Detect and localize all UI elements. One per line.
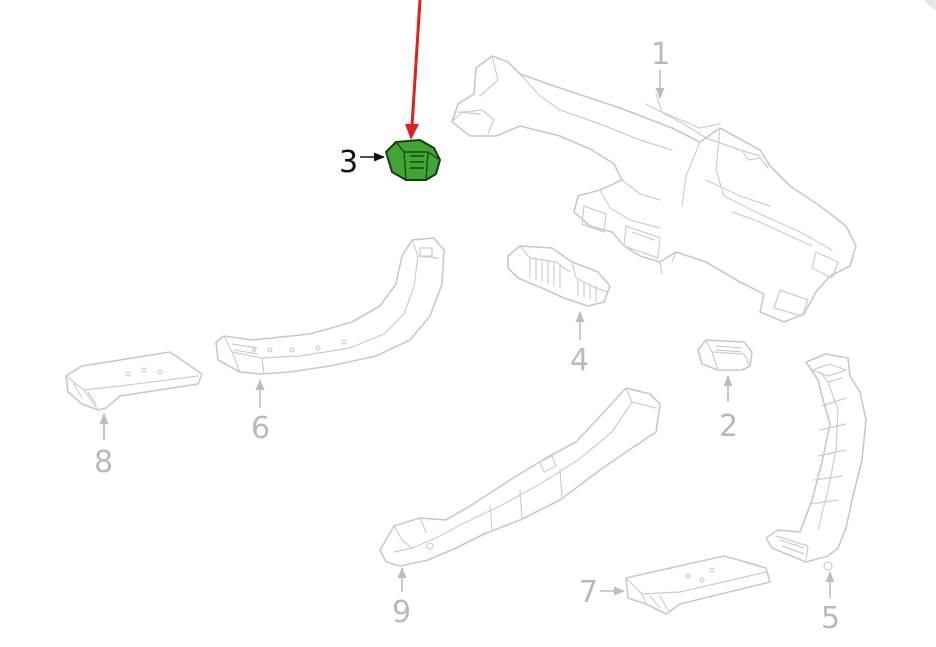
callout-4: 4 — [570, 343, 589, 378]
callout-9: 9 — [392, 595, 411, 630]
red-pointer-arrow — [405, 0, 422, 140]
callout-labels: 1 2 3 4 5 6 7 8 9 — [94, 37, 840, 636]
callout-8: 8 — [94, 445, 113, 480]
part-9-floor-duct[interactable] — [379, 387, 661, 567]
part-4-dual-vent[interactable] — [507, 245, 611, 307]
callout-5: 5 — [821, 601, 840, 636]
leader-lines — [99, 70, 835, 598]
callout-1: 1 — [651, 37, 670, 72]
part-3-vent-highlighted[interactable] — [385, 139, 441, 181]
part-2-vent-nozzle[interactable] — [697, 339, 753, 371]
part-8-short-connector[interactable] — [65, 351, 203, 411]
part-6-curved-duct[interactable] — [215, 237, 445, 375]
part-7-connector-plate[interactable] — [625, 555, 771, 615]
callout-2: 2 — [719, 409, 738, 444]
corner-shape — [924, 0, 936, 10]
part-1-main-duct-assembly[interactable] — [451, 55, 857, 323]
callout-3: 3 — [339, 145, 358, 180]
callout-6: 6 — [251, 411, 270, 446]
callout-7: 7 — [579, 575, 598, 610]
part-5-side-duct[interactable] — [765, 353, 867, 571]
